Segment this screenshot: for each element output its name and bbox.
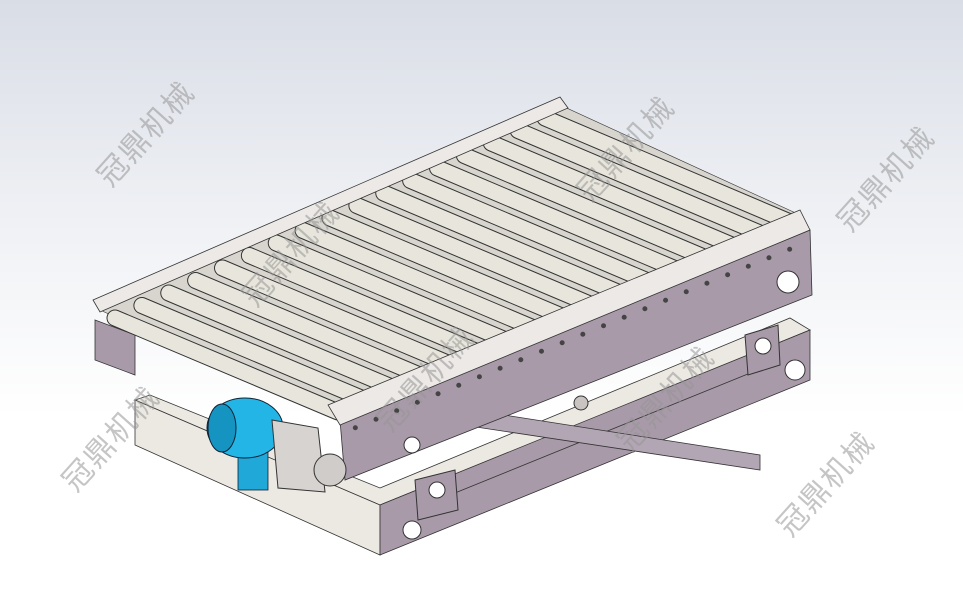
- bolt: [394, 408, 400, 414]
- roller: [456, 148, 713, 266]
- roller: [349, 198, 600, 313]
- roller: [376, 185, 628, 301]
- bolt: [476, 374, 482, 380]
- bolt: [518, 357, 524, 363]
- roller: [268, 235, 515, 349]
- roller: [537, 110, 798, 230]
- bolt: [745, 263, 751, 269]
- gearbox: [271, 419, 326, 493]
- roller: [430, 160, 685, 277]
- beam-hole: [403, 436, 421, 454]
- roller: [403, 173, 657, 289]
- bolt: [601, 323, 607, 329]
- back-rail: [92, 96, 569, 313]
- roller: [483, 135, 741, 254]
- rollers: [106, 109, 799, 421]
- bolt: [704, 280, 710, 286]
- roller: [107, 310, 346, 420]
- roller: [510, 123, 770, 242]
- roller: [134, 298, 374, 408]
- bolt: [352, 425, 358, 431]
- bolt: [787, 246, 793, 252]
- bolt: [725, 272, 731, 278]
- bolt: [621, 314, 627, 320]
- roller: [215, 260, 459, 372]
- motor-endcap: [207, 403, 237, 453]
- bolt: [683, 289, 689, 295]
- output-flange: [313, 453, 347, 487]
- bearing: [573, 395, 589, 411]
- base-hole: [784, 359, 806, 381]
- roller: [241, 248, 487, 361]
- bolt: [414, 399, 420, 405]
- roller: [295, 223, 544, 337]
- bolt: [766, 255, 772, 261]
- beam-hole: [776, 270, 800, 294]
- roller: [322, 210, 572, 325]
- bolt: [538, 348, 544, 354]
- bolt: [435, 391, 441, 397]
- bolt: [580, 331, 586, 337]
- bolt: [663, 297, 669, 303]
- bolt: [497, 365, 503, 371]
- bolt: [559, 340, 565, 346]
- bolt: [642, 306, 648, 312]
- roller: [161, 285, 402, 396]
- rail-bolts: [352, 246, 793, 431]
- base-hole: [402, 520, 422, 540]
- front-rail: [327, 209, 811, 426]
- gear-motor[interactable]: [206, 397, 347, 493]
- bolt: [373, 416, 379, 422]
- lug-hole: [428, 481, 446, 499]
- roller: [188, 273, 431, 384]
- bolt: [456, 382, 462, 388]
- lug-hole: [754, 337, 772, 355]
